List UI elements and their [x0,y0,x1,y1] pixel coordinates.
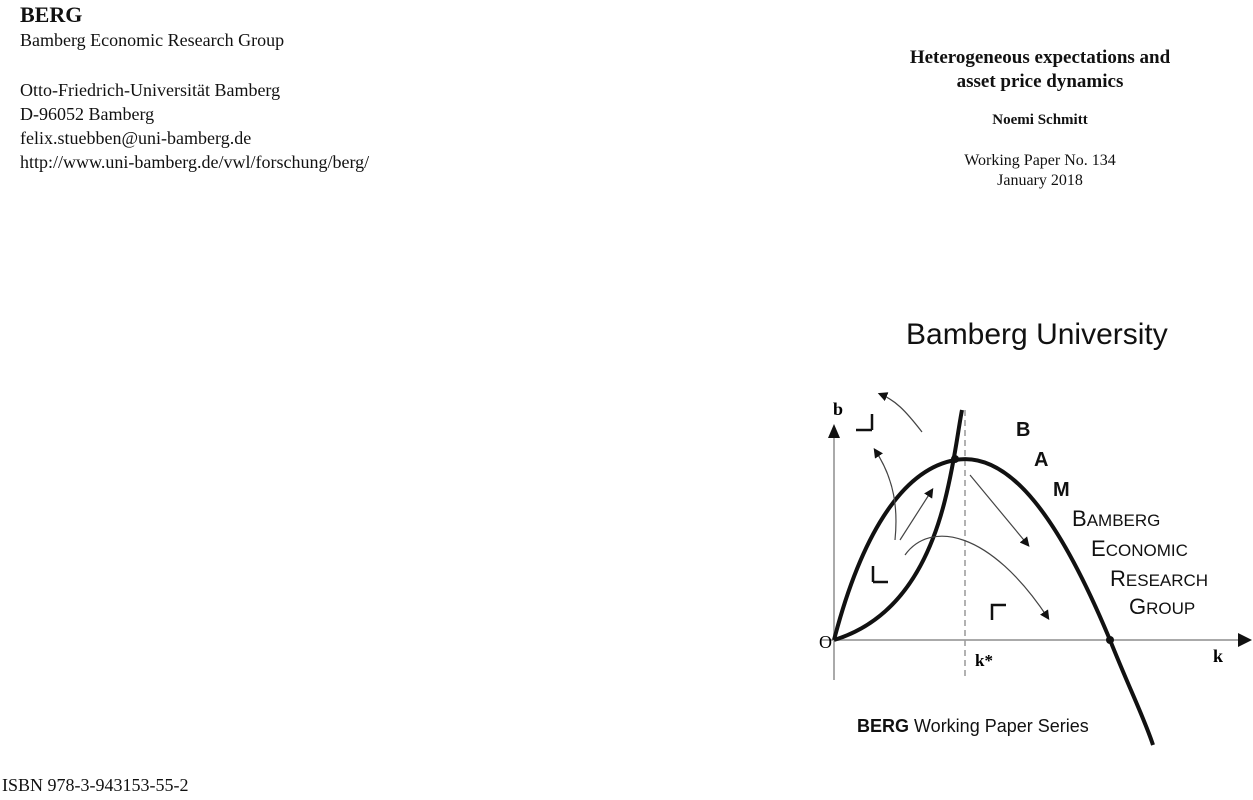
paper-date: January 2018 [997,172,1083,189]
title-line: asset price dynamics [956,71,1124,92]
logo-letter: M [1053,479,1070,501]
svg-text:ECONOMIC: ECONOMIC [1091,536,1188,561]
publisher-short-name: BERG [20,2,83,27]
word-initial: G [1129,594,1146,619]
university-name: Bamberg University [906,318,1168,351]
paper-header: Heterogeneous expectations and asset pri… [860,46,1220,191]
paper-title: Heterogeneous expectations and asset pri… [860,46,1220,94]
hump-curve [832,457,1155,746]
x-axis-arrow-icon [1238,633,1252,647]
website-link[interactable]: http://www.uni-bamberg.de/vwl/forschung/… [20,152,370,172]
svg-text:BAMBERG: BAMBERG [1072,506,1160,531]
logo-letter: B [1016,419,1030,441]
isbn: ISBN 978-3-943153-55-2 [2,775,189,795]
address-line: D-96052 Bamberg [20,104,155,124]
series-bold: BERG [857,716,910,736]
word-initial: R [1110,566,1126,591]
word-initial: E [1091,536,1106,561]
series-rest: Working Paper Series [909,716,1089,736]
word-rest: ESEARCH [1126,571,1208,590]
logo-letter: A [1034,449,1048,471]
svg-text:GROUP: GROUP [1129,594,1195,619]
y-axis-arrow-icon [828,424,840,438]
email-link[interactable]: felix.stuebben@uni-bamberg.de [20,128,252,148]
axis-x-label: k [1213,646,1223,666]
series-label: BERG Working Paper Series [857,716,1089,737]
steep-curve [833,409,964,642]
word-initial: B [1072,506,1087,531]
publisher-full-name: Bamberg Economic Research Group [20,30,285,50]
address-line: Otto-Friedrich-Universität Bamberg [20,80,281,100]
word-rest: AMBERG [1087,511,1161,530]
author: Noemi Schmitt [992,112,1088,128]
paper-info: Working Paper No. 134 January 2018 [860,151,1220,191]
origin-label: O [819,632,832,652]
series-number: Working Paper No. 134 [964,152,1116,169]
title-line: Heterogeneous expectations and [909,47,1171,68]
word-rest: CONOMIC [1106,541,1188,560]
word-rest: ROUP [1146,599,1195,618]
k-star-label: k* [975,651,993,670]
berg-logo-diagram: b k O k* B A M BAMBERG ECONOMIC RESEARCH… [819,392,1252,746]
axis-y-label: b [833,399,843,419]
svg-text:RESEARCH: RESEARCH [1110,566,1208,591]
